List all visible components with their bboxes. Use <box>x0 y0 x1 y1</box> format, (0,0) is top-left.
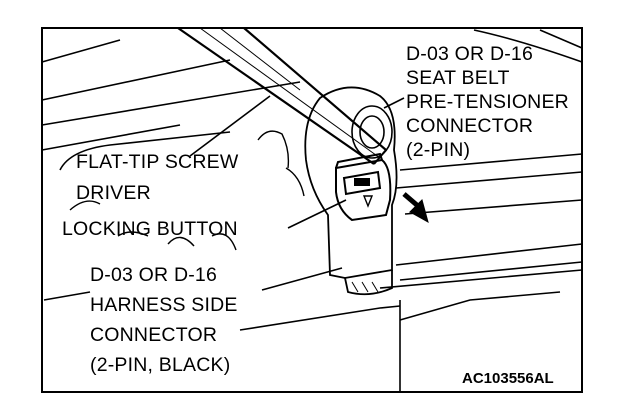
label-line: HARNESS SIDE <box>90 294 238 316</box>
leader-lines <box>189 95 405 291</box>
seat-frame-lines <box>41 29 583 392</box>
label-line: D-03 OR D-16 <box>90 264 218 286</box>
label-line: PRE-TENSIONER <box>406 91 569 113</box>
boss <box>351 105 393 159</box>
locking-button-label: LOCKING BUTTON <box>62 217 238 241</box>
harness-connector <box>335 152 392 222</box>
frame <box>41 27 583 393</box>
screwdriver <box>177 27 387 165</box>
label-line: LOCKING BUTTON <box>62 218 238 240</box>
label-line: CONNECTOR <box>90 324 218 346</box>
pull-direction-arrow <box>402 192 429 224</box>
label-line: D-03 OR D-16 <box>406 43 534 65</box>
label-line: CONNECTOR <box>406 115 534 137</box>
label-line: (2-PIN, BLACK) <box>90 354 231 376</box>
label-line: (2-PIN) <box>406 139 471 161</box>
hand-outline <box>69 130 305 251</box>
screwdriver-label: FLAT-TIP SCREW DRIVER <box>76 147 238 209</box>
label-line: FLAT-TIP SCREW <box>76 151 239 173</box>
figure-code: AC103556AL <box>462 370 554 387</box>
label-line: DRIVER <box>76 182 151 204</box>
harness-connector-label: D-03 OR D-16 HARNESS SIDE CONNECTOR (2-P… <box>90 260 238 380</box>
label-line: SEAT BELT <box>406 67 510 89</box>
pretensioner-connector-label: D-03 OR D-16 SEAT BELT PRE-TENSIONER CON… <box>406 42 569 162</box>
